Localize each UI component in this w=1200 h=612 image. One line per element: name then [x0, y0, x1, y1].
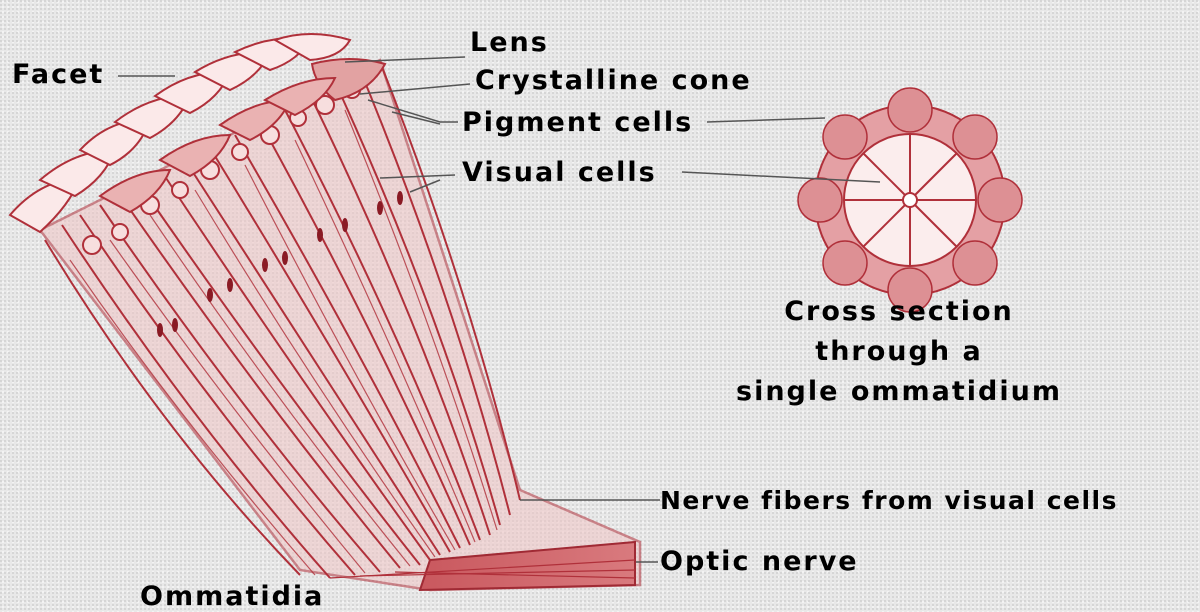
label-ommatidia: Ommatidia	[140, 582, 324, 612]
label-lens: Lens	[470, 28, 549, 58]
label-visual-cells: Visual cells	[462, 158, 657, 188]
label-optic-nerve: Optic nerve	[660, 547, 859, 577]
label-pigment-cells: Pigment cells	[462, 108, 693, 138]
rhabdom-center	[903, 193, 917, 207]
caption-line-3: single ommatidium	[716, 372, 1082, 412]
caption-line-2: through a	[716, 332, 1082, 372]
label-crystalline-cone: Crystalline cone	[475, 66, 752, 96]
label-nerve-fibers: Nerve fibers from visual cells	[660, 486, 1118, 516]
ommatidium-cross-section	[798, 88, 1022, 312]
caption-line-1: Cross section	[716, 292, 1082, 332]
cross-section-caption: Cross section through a single ommatidiu…	[716, 292, 1082, 412]
pigment-leader-cross	[707, 118, 825, 122]
label-facet: Facet	[12, 60, 104, 90]
